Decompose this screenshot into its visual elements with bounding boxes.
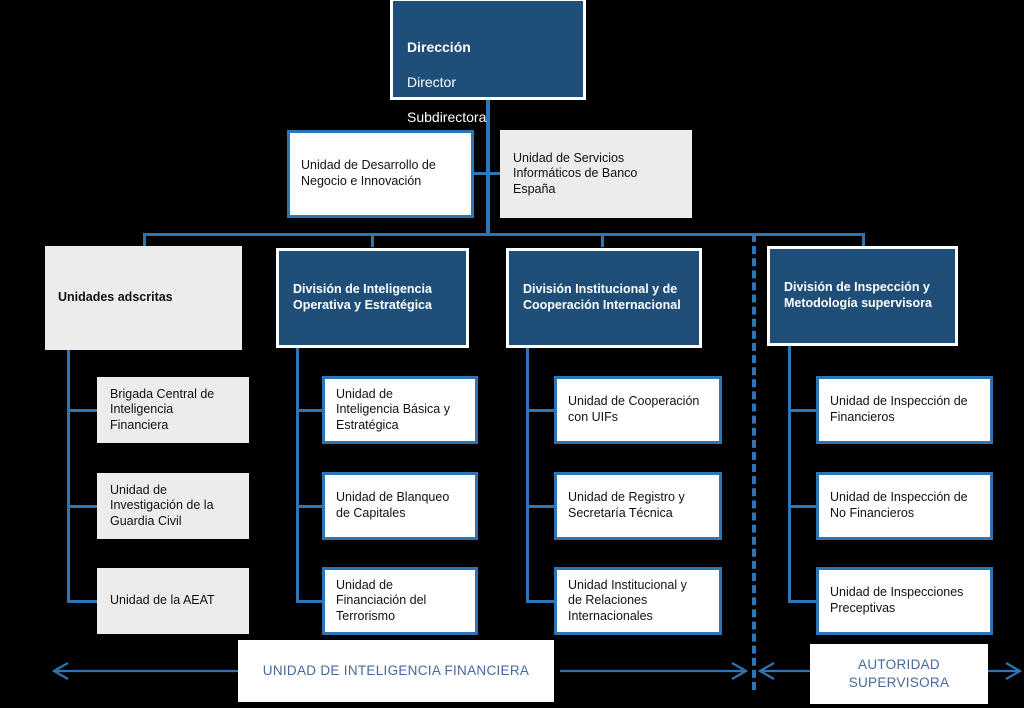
leaf-label: Unidad de la AEAT xyxy=(110,593,215,608)
leaf-label: Brigada Central de Inteligencia Financie… xyxy=(110,386,215,432)
connector-trunk-col-4 xyxy=(788,345,791,602)
connector-leaf-stub-3-2 xyxy=(526,505,554,508)
node-unidad-inspeccion-financieros[interactable]: Unidad de Inspección de Financieros xyxy=(816,376,993,444)
connector-leaf-stub-1-3 xyxy=(67,600,97,603)
caption-autoridad-label: AUTORIDAD SUPERVISORA xyxy=(848,656,950,690)
node-direccion[interactable]: Dirección Director Subdirectora xyxy=(390,0,586,125)
connector-leaf-stub-1-1 xyxy=(67,409,97,412)
connector-drop-col-1 xyxy=(143,233,146,247)
connector-leaf-stub-2-1 xyxy=(296,409,324,412)
arrow-right-supervisora xyxy=(985,662,1023,680)
connector-leaf-stub-3-1 xyxy=(526,409,554,412)
connector-leaf-stub-4-1 xyxy=(788,409,816,412)
connector-drop-col-4 xyxy=(862,233,865,247)
node-unidades-adscritas[interactable]: Unidades adscritas xyxy=(45,246,242,350)
leaf-label: Unidad de Financiación del Terrorismo xyxy=(336,577,427,623)
connector-staff-left xyxy=(474,172,488,175)
node-unidades-adscritas-label: Unidades adscritas xyxy=(58,290,173,305)
node-division-inteligencia-operativa-estrategica-label: División de Inteligencia Operativa y Est… xyxy=(293,282,432,312)
node-brigada-central-inteligencia-financiera[interactable]: Brigada Central de Inteligencia Financie… xyxy=(97,377,249,443)
node-unidad-aeat[interactable]: Unidad de la AEAT xyxy=(97,568,249,634)
leaf-label: Unidad Institucional y de Relaciones Int… xyxy=(568,577,687,623)
connector-drop-col-2 xyxy=(371,233,374,247)
node-unidad-desarrollo-negocio[interactable]: Unidad de Desarrollo de Negocio e Innova… xyxy=(287,130,474,218)
connector-trunk-col-2 xyxy=(296,347,299,602)
caption-autoridad-supervisora: AUTORIDAD SUPERVISORA xyxy=(810,644,988,704)
connector-leaf-stub-2-3 xyxy=(296,600,324,603)
connector-drop-col-3 xyxy=(601,233,604,247)
arrow-left-uif xyxy=(51,662,240,680)
leaf-label: Unidad de Inspecciones Preceptivas xyxy=(830,585,964,615)
caption-unidad-inteligencia-financiera: UNIDAD DE INTELIGENCIA FINANCIERA xyxy=(238,640,554,702)
node-direccion-line-1: Director xyxy=(407,73,457,90)
caption-uif-label: UNIDAD DE INTELIGENCIA FINANCIERA xyxy=(262,662,530,678)
node-unidad-servicios-informaticos-label: Unidad de Servicios Informáticos de Banc… xyxy=(513,150,638,196)
node-division-institucional-cooperacion-internacional[interactable]: División Institucional y de Cooperación … xyxy=(506,248,702,348)
node-division-inspeccion-metodologia-supervisora-label: División de Inspección y Metodología sup… xyxy=(784,280,932,310)
connector-leaf-stub-3-3 xyxy=(526,600,554,603)
node-unidad-inspeccion-no-financieros[interactable]: Unidad de Inspección de No Financieros xyxy=(816,472,993,540)
arrow-right-uif xyxy=(560,662,749,680)
connector-trunk-col-3 xyxy=(526,347,529,602)
connector-leaf-stub-4-3 xyxy=(788,600,816,603)
leaf-label: Unidad de Cooperación con UIFs xyxy=(568,394,700,424)
scope-divider-dashed-line xyxy=(752,234,756,690)
node-unidad-institucional-relaciones-internacionales[interactable]: Unidad Institucional y de Relaciones Int… xyxy=(554,567,722,635)
node-unidad-desarrollo-negocio-label: Unidad de Desarrollo de Negocio e Innova… xyxy=(301,158,436,188)
leaf-label: Unidad de Investigación de la Guardia Ci… xyxy=(110,482,214,528)
connector-root-trunk xyxy=(486,100,490,235)
leaf-label: Unidad de Inspección de No Financieros xyxy=(830,490,968,520)
connector-distribution-bar xyxy=(143,233,865,236)
node-division-inspeccion-metodologia-supervisora[interactable]: División de Inspección y Metodología sup… xyxy=(767,246,958,346)
node-unidad-financiacion-terrorismo[interactable]: Unidad de Financiación del Terrorismo xyxy=(322,567,478,635)
leaf-label: Unidad de Registro y Secretaría Técnica xyxy=(568,490,685,520)
node-unidad-cooperacion-uifs[interactable]: Unidad de Cooperación con UIFs xyxy=(554,376,722,444)
arrow-left-supervisora xyxy=(757,662,812,680)
connector-leaf-stub-2-2 xyxy=(296,505,324,508)
leaf-label: Unidad de Inspección de Financieros xyxy=(830,394,968,424)
node-division-institucional-cooperacion-internacional-label: División Institucional y de Cooperación … xyxy=(523,282,681,312)
connector-leaf-stub-4-2 xyxy=(788,505,816,508)
connector-leaf-stub-1-2 xyxy=(67,505,97,508)
node-direccion-title: Dirección xyxy=(407,38,471,55)
leaf-label: Unidad de Blanqueo de Capitales xyxy=(336,490,450,520)
node-unidad-blanqueo-capitales[interactable]: Unidad de Blanqueo de Capitales xyxy=(322,472,478,540)
leaf-label: Unidad de Inteligencia Básica y Estratég… xyxy=(336,386,450,432)
connector-staff-right xyxy=(488,172,502,175)
node-unidad-servicios-informaticos[interactable]: Unidad de Servicios Informáticos de Banc… xyxy=(500,130,692,218)
node-unidad-inspecciones-preceptivas[interactable]: Unidad de Inspecciones Preceptivas xyxy=(816,567,993,635)
connector-trunk-col-1 xyxy=(67,350,70,602)
node-unidad-registro-secretaria-tecnica[interactable]: Unidad de Registro y Secretaría Técnica xyxy=(554,472,722,540)
node-unidad-inteligencia-basica-estrategica[interactable]: Unidad de Inteligencia Básica y Estratég… xyxy=(322,376,478,444)
node-unidad-investigacion-guardia-civil[interactable]: Unidad de Investigación de la Guardia Ci… xyxy=(97,473,249,539)
node-division-inteligencia-operativa-estrategica[interactable]: División de Inteligencia Operativa y Est… xyxy=(276,248,469,348)
scope-arrows xyxy=(51,662,1023,680)
node-direccion-line-2: Subdirectora xyxy=(407,108,487,125)
